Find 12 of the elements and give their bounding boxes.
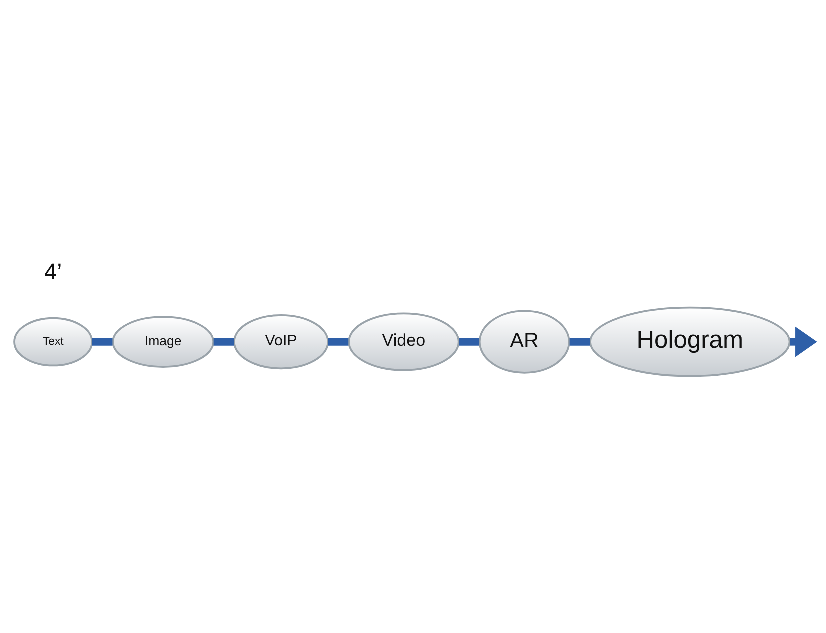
connector <box>92 338 113 346</box>
node-ellipse: Image <box>112 316 215 368</box>
node-ellipse: Video <box>348 312 460 372</box>
connector <box>459 338 480 346</box>
label: 4’ <box>44 258 62 285</box>
connector <box>328 338 349 346</box>
node-ellipse: Text <box>14 317 94 367</box>
node-ellipse: AR <box>478 310 570 374</box>
node-ellipse: Hologram <box>590 306 791 378</box>
connector <box>570 338 590 346</box>
connector <box>214 338 234 346</box>
node-ellipse: VoIP <box>233 314 330 370</box>
